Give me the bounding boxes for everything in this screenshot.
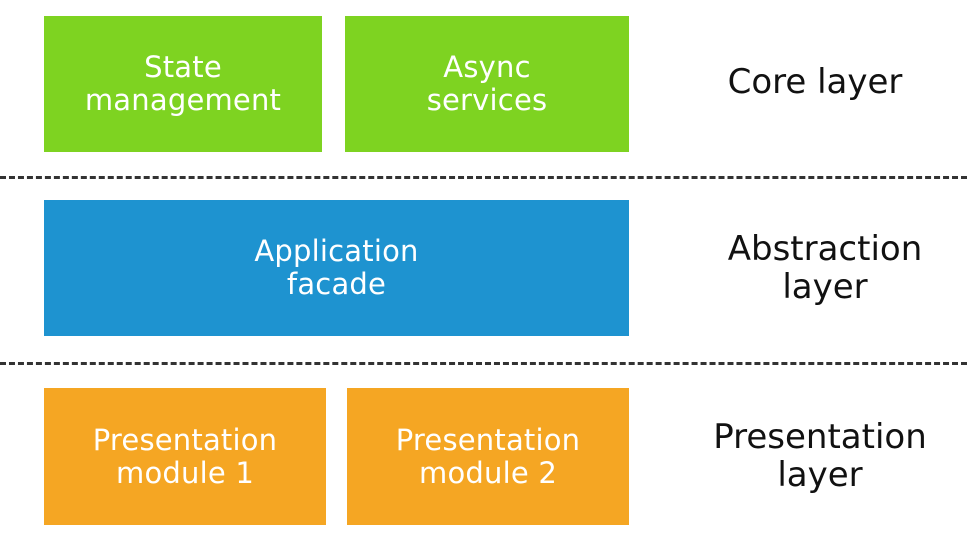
- application-facade-box: Application facade: [44, 200, 629, 336]
- state-management-box: State management: [44, 16, 322, 152]
- abstraction-layer-label: Abstraction layer: [727, 229, 923, 307]
- core-layer-label: Core layer: [727, 62, 903, 102]
- async-services-box: Async services: [345, 16, 629, 152]
- presentation-module-2-box: Presentation module 2: [347, 388, 629, 525]
- abstraction-presentation-divider: [0, 362, 967, 365]
- presentation-layer-label: Presentation layer: [713, 417, 927, 495]
- core-abstraction-divider: [0, 176, 967, 179]
- presentation-module-1-box: Presentation module 1: [44, 388, 326, 525]
